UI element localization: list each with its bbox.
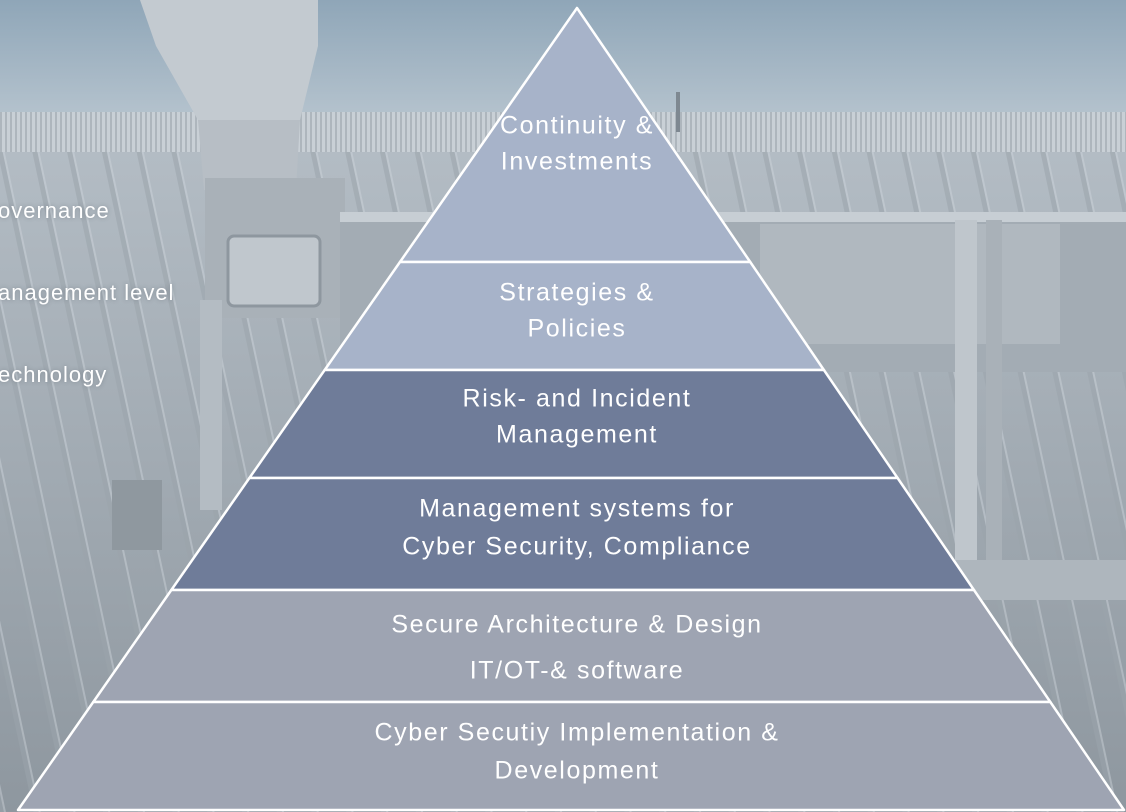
tier-label-line: Investments [501, 148, 653, 176]
tier-label-line: Secure Architecture & Design [391, 611, 762, 639]
tier-shape [16, 700, 1126, 812]
technology-label: echnology [0, 362, 108, 387]
tier-label-line: Management [496, 421, 658, 449]
tier-label-line: Policies [528, 315, 627, 343]
tier-continuity-investments: Continuity & Investments [398, 6, 752, 264]
management-level-label: anagement level [0, 280, 175, 305]
governance-label: overnance [0, 198, 110, 223]
tier-label-line: Development [495, 757, 660, 785]
tier-shape [92, 588, 1052, 704]
tier-label-line: Risk- and Incident [463, 385, 692, 413]
tier-label-line: Strategies & [499, 279, 654, 307]
tier-label-line: Cyber Security, Compliance [402, 533, 752, 561]
tier-label-line: Cyber Secutiy Implementation & [374, 719, 779, 747]
tier-strategies-policies: Strategies & Policies [323, 260, 826, 372]
tier-label-line: Management systems for [419, 495, 735, 523]
tier-cyber-security-implementation: Cyber Secutiy Implementation & Developmen… [16, 700, 1126, 812]
tier-label-line: IT/OT-& software [470, 657, 685, 685]
tier-label-line: Continuity & [500, 112, 654, 140]
